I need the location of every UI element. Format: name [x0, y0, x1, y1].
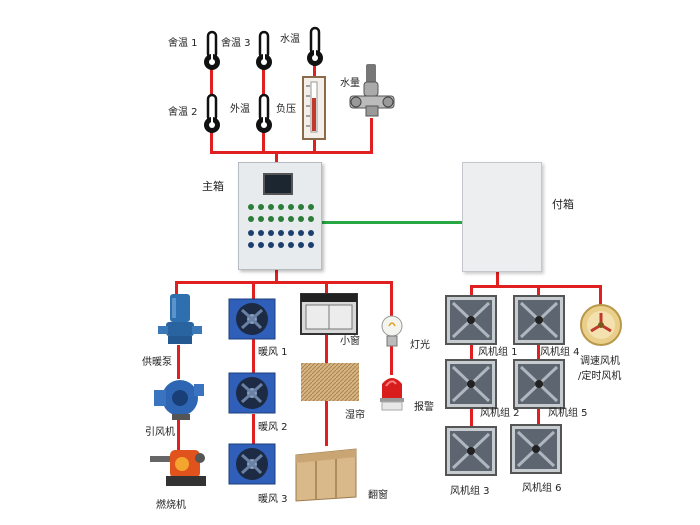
sensor-bus-h [210, 151, 370, 154]
main-sub-link [320, 221, 463, 224]
exhaust-fan-icon [445, 426, 497, 476]
label-heater1: 暖风 1 [258, 347, 288, 358]
flip-window-icon [295, 448, 357, 502]
label-fan3: 风机组 3 [450, 486, 490, 497]
label-temp1: 舍温 1 [168, 38, 198, 49]
label-heater3: 暖风 3 [258, 494, 288, 505]
thermometer-icon [307, 26, 323, 66]
label-fan5: 风机组 5 [548, 408, 588, 419]
drop-pump [175, 281, 178, 297]
label-pump: 供暖泵 [142, 357, 172, 368]
label-speed-fan-1: 调速风机 [580, 356, 620, 367]
chain-fan4-5 [537, 345, 540, 359]
sensor-drop-water [370, 118, 373, 154]
label-induced-fan: 引风机 [145, 427, 175, 438]
thermometer-icon [204, 30, 220, 70]
drop-fan4 [537, 285, 540, 295]
chain-fan5-6 [537, 408, 540, 426]
label-wet-curtain: 湿帘 [345, 410, 365, 421]
sensor-drop-pressure [313, 138, 316, 154]
small-window-icon [300, 293, 358, 335]
indicator-lights-icon [248, 204, 314, 248]
label-water-volume: 水量 [340, 78, 360, 89]
flow-meter-icon [349, 64, 395, 117]
sensor-to-main [275, 151, 278, 163]
exhaust-fan-icon [510, 424, 562, 474]
sensor-pair-mid [262, 68, 265, 96]
main-cabinet [238, 162, 322, 270]
pressure-gauge-icon [302, 76, 326, 140]
label-fan6: 风机组 6 [522, 483, 562, 494]
fan-heater-icon [228, 443, 276, 485]
chain-pump-fan [177, 345, 180, 379]
speed-fan-icon [580, 304, 622, 346]
sensor-pair-left [210, 68, 213, 96]
exhaust-fan-icon [513, 295, 565, 345]
sub-cabinet [462, 162, 542, 272]
sensor-drop-temp2 [210, 130, 213, 154]
label-outside-temp: 外温 [230, 104, 250, 115]
exhaust-fan-icon [445, 359, 497, 409]
exhaust-fan-icon [445, 295, 497, 345]
label-alarm: 报警 [414, 402, 434, 413]
label-fan4: 风机组 4 [540, 347, 580, 358]
sub-down [496, 270, 499, 286]
burner-icon [150, 450, 206, 486]
pump-icon [158, 294, 202, 344]
label-speed-fan-2: /定时风机 [578, 371, 622, 382]
sensor-pair-right [313, 62, 316, 78]
label-fan2: 风机组 2 [480, 408, 520, 419]
label-water-temp: 水温 [280, 34, 300, 45]
label-heater2: 暖风 2 [258, 422, 288, 433]
chain-fan1-2 [470, 345, 473, 359]
alarm-beacon-icon [380, 378, 404, 411]
label-temp3: 舍温 3 [221, 38, 251, 49]
label-temp2: 舍温 2 [168, 107, 198, 118]
label-neg-pressure: 负压 [276, 104, 296, 115]
chain-fan2-3 [470, 408, 473, 428]
drop-fan1 [470, 285, 473, 295]
blower-icon [154, 380, 204, 420]
fan-heater-icon [228, 372, 276, 414]
thermometer-icon [256, 30, 272, 70]
hmi-screen [263, 173, 293, 195]
exhaust-fan-icon [513, 359, 565, 409]
chain-window-curtain [325, 333, 328, 363]
sub-output-bus [470, 285, 602, 288]
light-bulb-icon [381, 315, 403, 347]
drop-speedfan [599, 285, 602, 307]
thermometer-icon [256, 93, 272, 133]
chain-light-alarm [390, 345, 393, 375]
fan-heater-icon [228, 298, 276, 340]
chain-heat2-3 [252, 414, 255, 444]
thermometer-icon [204, 93, 220, 133]
label-flip-window: 翻窗 [368, 490, 388, 501]
drop-heaters [252, 281, 255, 299]
drop-window [325, 281, 328, 295]
main-down [275, 268, 278, 282]
label-burner: 燃烧机 [156, 500, 186, 511]
chain-fan-burner [177, 420, 180, 450]
label-small-window: 小窗 [340, 336, 360, 347]
wet-curtain-icon [301, 363, 359, 401]
label-light: 灯光 [410, 340, 430, 351]
chain-heat1-2 [252, 338, 255, 373]
chain-curtain-flip [325, 400, 328, 446]
label-main-box: 主箱 [202, 180, 224, 193]
drop-light [390, 281, 393, 317]
label-sub-box: 付箱 [552, 198, 574, 211]
sensor-drop-outtemp [262, 130, 265, 154]
main-output-bus [175, 281, 393, 284]
label-fan1: 风机组 1 [478, 347, 518, 358]
